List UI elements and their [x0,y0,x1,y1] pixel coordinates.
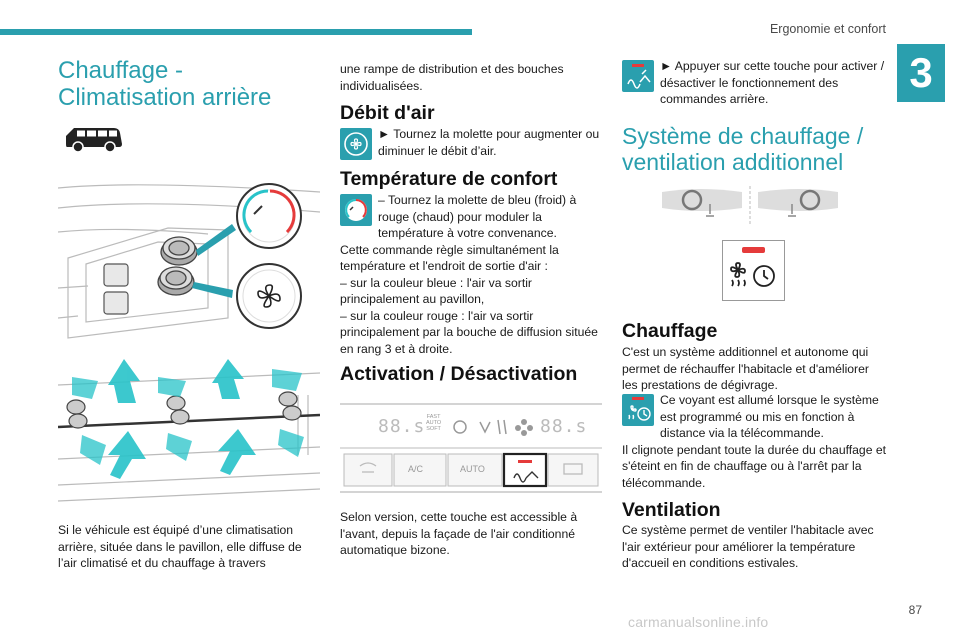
heading-ventilation: Ventilation [622,499,721,521]
paragraph-front-button: Selon version, cette touche est accessib… [340,510,578,557]
rear-climate-button-icon [622,60,654,92]
heater-indicator-illustration [722,240,785,301]
chapter-number-badge: 3 [897,44,945,102]
auto-button[interactable]: AUTO [460,464,485,474]
heading-chauffage: Chauffage [622,320,718,342]
heater-indicator-icon [622,394,654,426]
voyant-block: Ce voyant est allumé lorsque le système … [622,392,887,491]
temperature-explanation: Cette commande règle simultanément la te… [340,242,559,274]
rear-air-vents-illustration [58,359,320,502]
front-climate-panel: 88.s FAST AUTO SOFT 88.s A/C AUTO [340,398,602,503]
chapter-title: Ergonomie et confort [769,22,886,36]
mode-fast-label: FAST [426,414,441,420]
section-title-rear-climate: Chauffage - Climatisation arrière [58,57,272,111]
voyant-text: Ce voyant est allumé lorsque le système … [660,393,879,440]
paragraph-chauffage: C'est un système additionnel et autonome… [622,345,869,392]
rear-control-knobs-illustration [58,183,320,339]
paragraph-ventilation: Ce système permet de ventiler l'habitacl… [622,523,874,570]
rear-commands-button[interactable] [504,454,546,486]
heading-activation: Activation / Désactivation [340,363,578,385]
display-mode: FAST AUTO SOFT [426,414,441,432]
temperature-dial-icon [340,194,372,226]
heading-additional-system: Système de chauffage / ventilation addit… [622,123,864,175]
press-button-block: ► Appuyer sur cette touche pour activer … [622,58,887,108]
mode-soft-label: SOFT [426,426,441,432]
temperature-red-item: – sur la couleur rouge : l'air va sortir… [340,308,598,356]
page-number: 87 [908,603,922,617]
header-accent-bar [0,29,472,35]
temperature-block: – Tournez la molette de bleu (froid) à r… [340,192,605,357]
press-button-instruction: ► Appuyer sur cette touche pour activer … [660,59,885,106]
clignote-text: Il clignote pendant toute la durée du ch… [622,442,887,490]
heading-debit-air: Débit d'air [340,102,435,124]
temperature-blue-item: – sur la couleur bleue : l'air va sortir… [340,275,532,307]
display-temp-left: 88.s [378,416,426,437]
van-icon [66,128,122,153]
debit-block: ► Tournez la molette pour augmenter ou d… [340,126,605,162]
temperature-instruction: – Tournez la molette de bleu (froid) à r… [378,193,577,240]
dashboard-pair-illustration [662,186,838,224]
display-temp-right: 88.s [540,416,588,437]
paragraph-intro: une rampe de distribution et des bouches… [340,62,564,93]
mode-auto-label: AUTO [426,420,442,426]
heading-temperature: Température de confort [340,168,558,190]
debit-instruction: ► Tournez la molette pour augmenter ou d… [378,127,600,158]
ac-button[interactable]: A/C [408,464,424,474]
fan-dial-icon [340,128,372,160]
paragraph-rear-climate: Si le véhicule est équipé d’une climatis… [58,523,302,570]
watermark: carmanualsonline.info [628,614,769,630]
